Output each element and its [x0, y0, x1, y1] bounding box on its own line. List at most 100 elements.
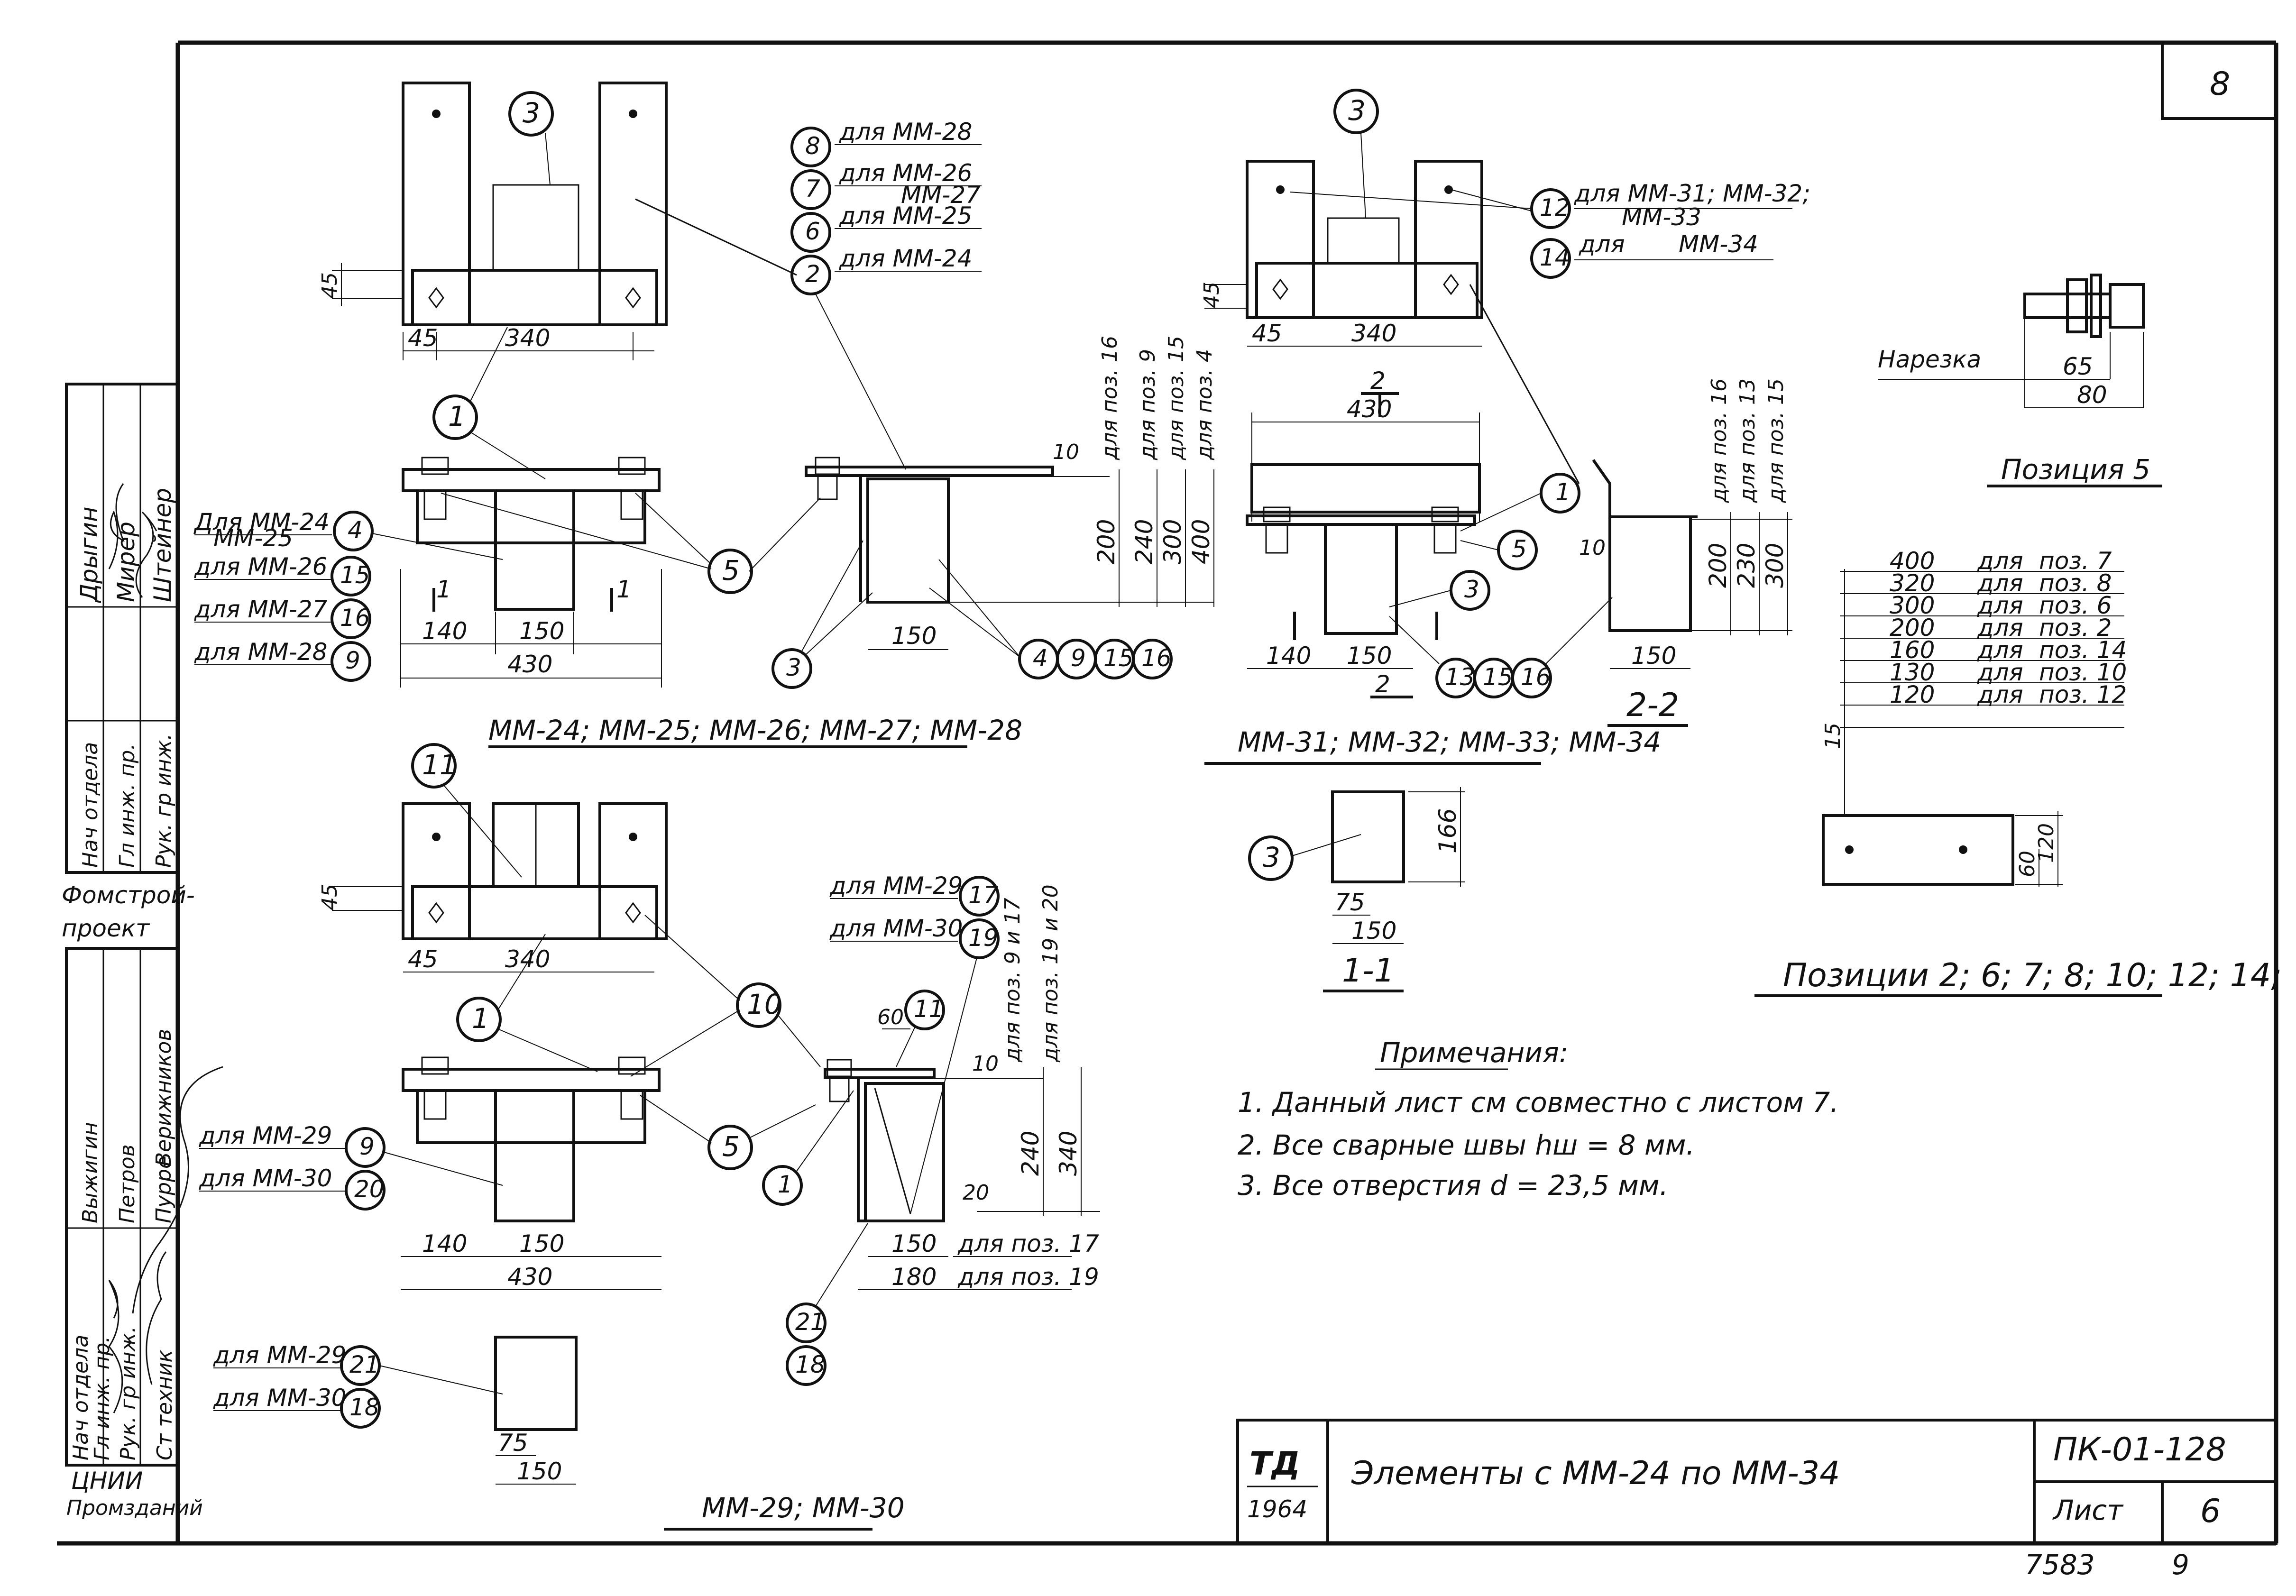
corner-sheet-number: 8	[2210, 65, 2230, 103]
note-3: 3. Все отверстия d = 23,5 мм.	[1238, 1169, 1668, 1202]
pos-row-5-len: 160	[1890, 636, 1935, 664]
dim-c-60: 60	[877, 1005, 904, 1029]
dim-c-side-150: 150	[891, 1230, 937, 1257]
mark-c-19-label: 19	[968, 924, 999, 952]
vnote-b-3: для поз. 15	[1764, 378, 1788, 503]
view-a-title: ММ-24; ММ-25; ММ-26; ММ-27; ММ-28	[488, 714, 1022, 746]
mark-c-20	[345, 1170, 386, 1211]
stamp-role-2: Гл инж. пр.	[115, 743, 139, 868]
mark-b-3-label: 3	[1464, 576, 1479, 603]
positions-table: 400 для поз. 7 320 для поз. 8 300 для по…	[1754, 547, 2282, 997]
mark-a-9-left-label: 9	[345, 647, 360, 674]
plate-drawing	[1822, 814, 2014, 886]
section-b-2-bottom: 2	[1375, 670, 1390, 698]
mark-a-2	[790, 255, 831, 295]
mark-c-21-label: 21	[795, 1308, 826, 1336]
notes: Примечания: 1. Данный лист см совместно …	[1238, 1036, 1839, 1202]
section-1-1: 166 75 150 3 1-1	[1248, 787, 1465, 992]
dim-a-400: 400	[1187, 519, 1215, 564]
dim-c-340: 340	[505, 945, 550, 973]
mark-c-17	[959, 876, 1000, 917]
section-a-1-left: 1	[436, 576, 451, 603]
mark-c-17-label: 17	[968, 881, 999, 909]
callout-c-17-text: для ММ-29	[829, 872, 963, 899]
mark-a-9-side-label: 9	[1071, 644, 1086, 672]
mark-c-9-label: 9	[359, 1133, 375, 1160]
pos-row-7-len: 120	[1890, 681, 1935, 708]
stamp-number: 7583	[2025, 1549, 2095, 1581]
mark-1-1-3	[1248, 835, 1294, 881]
mark-a-2-label: 2	[805, 260, 820, 288]
mark-a-3-side	[771, 648, 812, 689]
pos5-label: Нарезка	[1878, 346, 1981, 373]
pos-row-5-pos: поз. 14	[2039, 636, 2127, 664]
mark-a-1	[432, 394, 478, 440]
mark-a-7	[790, 169, 831, 210]
dim-a-200: 200	[1093, 519, 1120, 564]
pos-row-4-for: для	[1977, 614, 2023, 642]
dim-a-45h: 45	[408, 324, 438, 352]
pos-dim-120: 120	[2034, 823, 2058, 863]
mark-a-6	[790, 212, 831, 253]
view-c-title: ММ-29; ММ-30	[702, 1492, 905, 1524]
section-a-1-right: 1	[616, 576, 632, 603]
dim-a-140: 140	[422, 617, 467, 645]
mark-c-9	[345, 1127, 386, 1168]
mark-b-14-label: 14	[1540, 244, 1570, 271]
mark-a-16-side	[1132, 639, 1173, 679]
callout-a-4-text2: ММ-25	[213, 524, 293, 552]
mark-a-15-left	[331, 556, 371, 596]
vnote-c-1: для поз. 9 и 17	[1001, 898, 1025, 1063]
dim-c-430: 430	[507, 1263, 552, 1291]
mark-a-3-side-label: 3	[786, 654, 801, 681]
dim-1-1-166: 166	[1434, 808, 1461, 853]
mark-c-11-top-label: 11	[422, 749, 457, 781]
mark-c-10-label: 10	[747, 988, 782, 1020]
dim-c-140: 140	[422, 1230, 467, 1257]
stamp-role-4: Нач отдела	[69, 1335, 93, 1460]
mark-c-18-bottom	[340, 1388, 381, 1429]
callout-b-12-text: для ММ-31; ММ-32;	[1574, 180, 1810, 207]
pos-row-6-len: 130	[1890, 659, 1935, 686]
title-year: 1964	[1247, 1495, 1307, 1523]
mark-a-7-label: 7	[805, 175, 820, 202]
callout-c-9-text: для ММ-29	[199, 1122, 332, 1149]
dim-a-150: 150	[519, 617, 564, 645]
pos-note-c-19: для поз. 19	[957, 1263, 1099, 1291]
dim-b-340: 340	[1351, 320, 1396, 347]
mark-c-11-top	[411, 743, 457, 789]
callout-b-14-text: для	[1579, 230, 1625, 258]
dim-a-340: 340	[505, 324, 550, 352]
mark-c-18-bottom-label: 18	[349, 1394, 380, 1421]
pos-row-2-for: для	[1977, 569, 2023, 597]
mark-b-3-top	[1333, 89, 1379, 134]
callout-c-20-text: для ММ-30	[199, 1165, 332, 1192]
stamp-role-1: Нач отдела	[78, 742, 102, 868]
dim-b-150: 150	[1347, 642, 1392, 670]
mark-c-1-side	[762, 1165, 803, 1206]
mark-a-5	[707, 549, 753, 594]
callout-b-14-text3: ММ-34	[1679, 230, 1758, 258]
pos-dim-60: 60	[2015, 851, 2039, 877]
dim-b-45h: 45	[1252, 320, 1282, 347]
position-5: Нарезка 65 80 Позиция 5	[1878, 274, 2162, 487]
mark-a-4-left	[333, 511, 374, 551]
pos5-dim-80: 80	[2077, 381, 2107, 409]
vnote-c-2: для поз. 19 и 20	[1038, 884, 1063, 1063]
pos-row-2-len: 320	[1890, 569, 1935, 597]
dim-1-1-75: 75	[1335, 889, 1365, 916]
stamp-name-5: Петров	[115, 1144, 139, 1223]
mark-a-15-left-label: 15	[340, 561, 370, 589]
pos5-title: Позиция 5	[2001, 453, 2150, 486]
mark-c-1	[456, 997, 502, 1042]
view-c: 45 45 340 11 1 10 140 150 430 5 для ММ	[199, 743, 1100, 1531]
stamp-org2-line-1: ЦНИИ	[71, 1467, 143, 1495]
dim-c-75: 75	[498, 1429, 528, 1457]
dim-c-10: 10	[972, 1052, 999, 1076]
mark-b-16-label: 16	[1521, 663, 1551, 691]
stamp-name-2: Мирер	[112, 522, 140, 602]
stamp-name-1: Дрыгин	[75, 506, 103, 603]
pos-row-1-for: для	[1977, 547, 2023, 575]
mark-b-16	[1511, 658, 1552, 698]
